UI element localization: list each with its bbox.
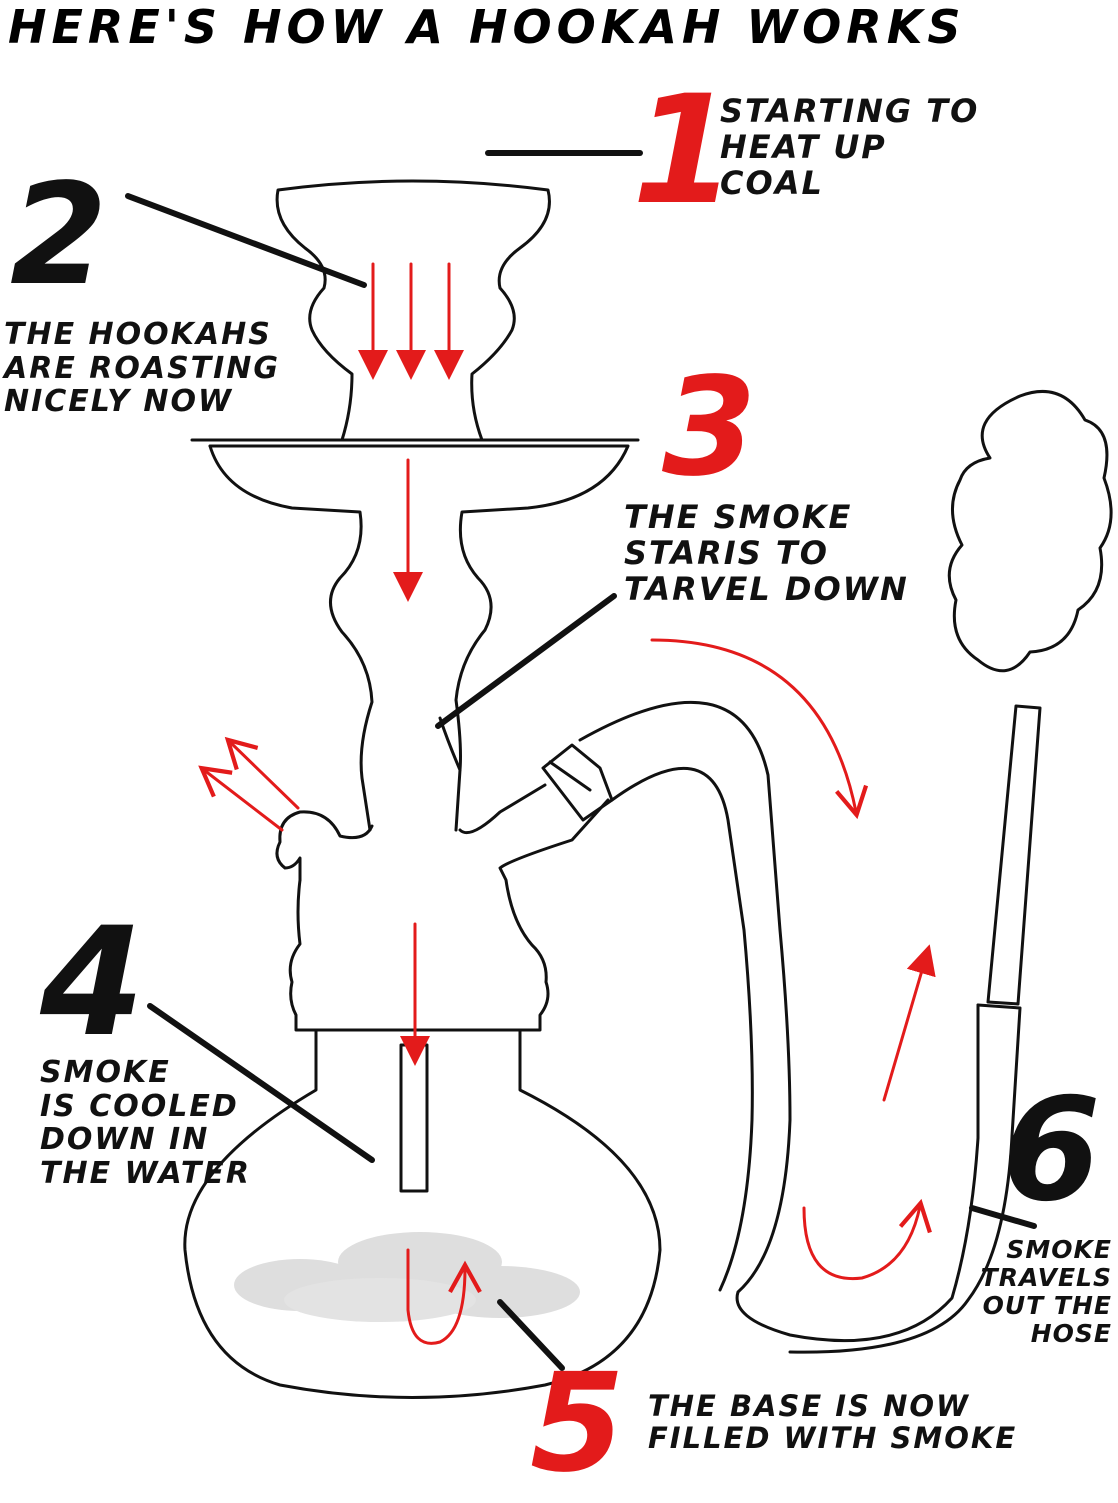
step-2-number: 2	[10, 154, 108, 317]
hookah-bowl	[275, 179, 551, 442]
arrow-base-loop	[406, 1248, 482, 1345]
step-1-number: 1	[632, 64, 737, 238]
downstem	[399, 1043, 429, 1193]
pointer-3	[435, 593, 617, 729]
step-6-number: 6	[1002, 1068, 1101, 1233]
arrow-valve-1	[224, 736, 300, 810]
arrow-hose-up	[882, 944, 936, 1102]
step-4-text: SMOKE IS COOLED DOWN IN THE WATER	[40, 1055, 251, 1191]
hose-connector	[541, 743, 614, 822]
step-5-number: 5	[530, 1345, 625, 1503]
arrow-valve-2	[198, 765, 284, 832]
mouthpiece	[986, 704, 1042, 1006]
hose-inner	[610, 766, 754, 1292]
exhale-cloud	[947, 389, 1113, 673]
page-title: HERE'S HOW A HOOKAH WORKS	[8, 0, 966, 54]
step-4-number: 4	[40, 896, 145, 1070]
pointer-2	[125, 193, 367, 288]
pointer-6	[969, 1205, 1037, 1229]
step-3-text: THE SMOKE STARIS TO TARVEL DOWN	[624, 498, 909, 608]
step-2-text: THE HOOKAHS ARE ROASTING NICELY NOW	[4, 317, 281, 420]
purge-valve	[275, 810, 374, 882]
step-6-text: SMOKE TRAVELS OUT THE HOSE	[980, 1235, 1112, 1348]
hose-outer	[578, 700, 980, 1343]
arrow-hose-top	[650, 638, 869, 820]
hookah-base	[183, 1028, 662, 1399]
arrow-hose-bottom	[802, 1198, 932, 1281]
hookah-stem-left	[208, 444, 374, 832]
pointer-4	[147, 1003, 375, 1163]
step-3-number: 3	[662, 349, 757, 507]
hookah-body	[288, 798, 610, 1032]
step-5-text: THE BASE IS NOW FILLED WITH SMOKE	[648, 1389, 1018, 1456]
step-1-text: STARTING TO HEAT UP COAL	[720, 92, 980, 202]
pointer-5	[497, 1299, 565, 1371]
